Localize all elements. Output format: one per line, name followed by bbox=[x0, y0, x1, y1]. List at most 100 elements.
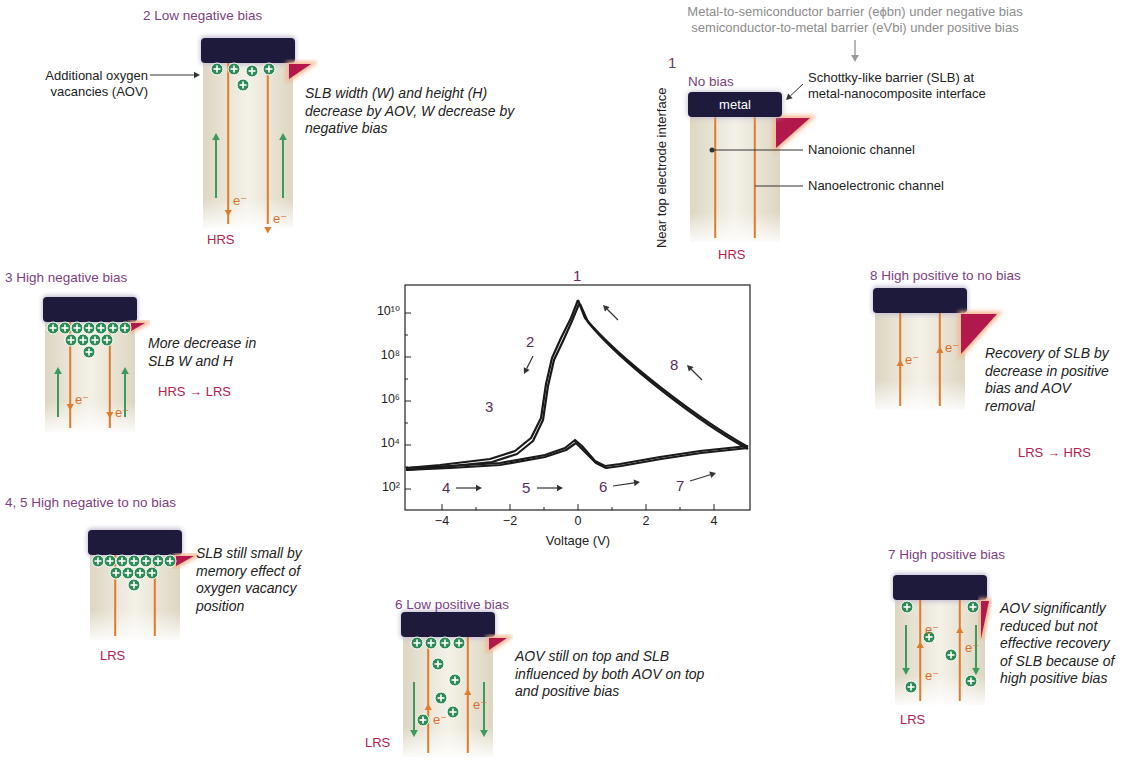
electron-label: e⁻ bbox=[273, 211, 287, 227]
vacancy-circle bbox=[104, 555, 116, 567]
electron-label: e⁻ bbox=[473, 697, 487, 713]
callout-label: Nanoionic channel bbox=[808, 142, 915, 158]
plus-sign bbox=[416, 640, 418, 647]
vacancy-circle bbox=[417, 714, 429, 726]
callout-number: 1 bbox=[668, 54, 676, 72]
nanocomposite-body bbox=[875, 306, 965, 410]
callout-label: Schottky-like barrier (SLB) at metal-nan… bbox=[808, 70, 1008, 101]
tick-label: 2 bbox=[626, 514, 666, 529]
arrow-shaft bbox=[456, 487, 476, 488]
oxygen-vacancy bbox=[47, 322, 59, 334]
arrow-head bbox=[557, 485, 563, 492]
plus-sign bbox=[216, 66, 218, 73]
curve-number: 7 bbox=[676, 477, 684, 495]
nanoelectronic-channel bbox=[227, 63, 229, 224]
arrow-head bbox=[480, 730, 488, 737]
plus-sign bbox=[88, 349, 90, 356]
plot-frame bbox=[405, 285, 750, 510]
electron-arrowhead bbox=[464, 688, 471, 695]
oxygen-vacancy bbox=[104, 555, 116, 567]
vacancy-circle bbox=[228, 63, 240, 75]
vacancy-circle bbox=[411, 637, 423, 649]
electron-arrowhead bbox=[106, 412, 113, 419]
plus-sign bbox=[233, 66, 235, 73]
tick-label: 10² bbox=[352, 480, 400, 495]
vacancy-circle bbox=[95, 322, 107, 334]
electron-label: e⁻ bbox=[925, 622, 939, 638]
state-label: HRS bbox=[207, 232, 234, 248]
tick-label: 0 bbox=[558, 514, 598, 529]
arrow-head bbox=[194, 72, 200, 79]
oxygen-vacancy bbox=[92, 555, 104, 567]
arrow-shaft bbox=[282, 140, 284, 198]
vacancy-circle bbox=[89, 334, 101, 346]
electron-label: e⁻ bbox=[905, 352, 919, 368]
state-label: LRS bbox=[100, 648, 125, 664]
schottky-barrier bbox=[981, 601, 989, 639]
vacancy-circle bbox=[128, 555, 140, 567]
panel-title: 6 Low positive bias bbox=[395, 597, 509, 613]
arrow-head bbox=[476, 485, 482, 492]
tick-label: 10⁴ bbox=[352, 436, 400, 451]
vacancy-circle bbox=[263, 63, 275, 75]
metal-glow bbox=[400, 610, 496, 639]
nanocomposite-body bbox=[895, 593, 985, 705]
metal-electrode bbox=[43, 297, 137, 322]
oxygen-vacancy bbox=[128, 579, 140, 591]
oxygen-vacancy bbox=[59, 322, 71, 334]
plus-sign bbox=[76, 325, 78, 332]
schottky-barrier bbox=[776, 118, 810, 148]
state-label: LRS bbox=[900, 712, 925, 728]
arrow-head bbox=[786, 93, 793, 100]
oxygen-vacancy bbox=[447, 706, 459, 718]
plus-sign bbox=[151, 570, 153, 577]
direction-arrow bbox=[456, 485, 482, 492]
arrow-shaft bbox=[691, 369, 702, 380]
oxygen-vacancy bbox=[417, 714, 429, 726]
barrier-glow bbox=[176, 556, 194, 566]
oxygen-vacancy bbox=[71, 322, 83, 334]
plus-sign bbox=[145, 558, 147, 565]
oxygen-vacancy bbox=[965, 675, 977, 687]
plus-sign bbox=[452, 709, 454, 716]
plus-sign bbox=[430, 640, 432, 647]
panel-title: 7 High positive bias bbox=[888, 547, 1005, 563]
plus-sign bbox=[82, 337, 84, 344]
vacancy-circle bbox=[447, 706, 459, 718]
arrow-head bbox=[972, 668, 980, 675]
vacancy-circle bbox=[425, 637, 437, 649]
body-fade bbox=[875, 380, 965, 410]
arrow-shaft bbox=[57, 374, 59, 417]
callout-label: Nanoelectronic channel bbox=[808, 178, 944, 194]
annotation: semiconductor-to-metal barrier (eVbi) un… bbox=[640, 20, 1070, 36]
plus-sign bbox=[437, 661, 439, 668]
oxygen-vacancy bbox=[411, 637, 423, 649]
arrow-shaft bbox=[527, 356, 533, 369]
schottky-barrier bbox=[289, 64, 311, 79]
tick-label: 4 bbox=[694, 514, 734, 529]
plus-sign bbox=[100, 325, 102, 332]
metal-electrode: metal bbox=[688, 92, 782, 117]
plus-sign bbox=[972, 604, 974, 611]
oxygen-vacancy bbox=[432, 658, 444, 670]
plus-sign bbox=[444, 640, 446, 647]
tick-label: 10⁸ bbox=[352, 348, 400, 363]
oxygen-vacancy bbox=[95, 322, 107, 334]
vacancy-circle bbox=[110, 567, 122, 579]
oxygen-vacancy bbox=[89, 334, 101, 346]
oxygen-vacancy bbox=[449, 674, 461, 686]
electron-label: e⁻ bbox=[945, 340, 959, 356]
vacancy-circle bbox=[967, 601, 979, 613]
state-label: LRS → HRS bbox=[1018, 445, 1091, 461]
barrier-glow bbox=[489, 638, 507, 650]
nanoelectronic-channel bbox=[714, 117, 716, 238]
panel-title: 4, 5 High negative to no bias bbox=[5, 495, 176, 511]
electron-label: e⁻ bbox=[965, 640, 979, 656]
vacancy-circle bbox=[140, 555, 152, 567]
vacancy-circle bbox=[71, 322, 83, 334]
vacancy-circle bbox=[453, 637, 465, 649]
panel-title: No bias bbox=[688, 74, 734, 90]
plus-sign bbox=[133, 582, 135, 589]
oxygen-vacancy bbox=[140, 555, 152, 567]
plus-sign bbox=[106, 337, 108, 344]
